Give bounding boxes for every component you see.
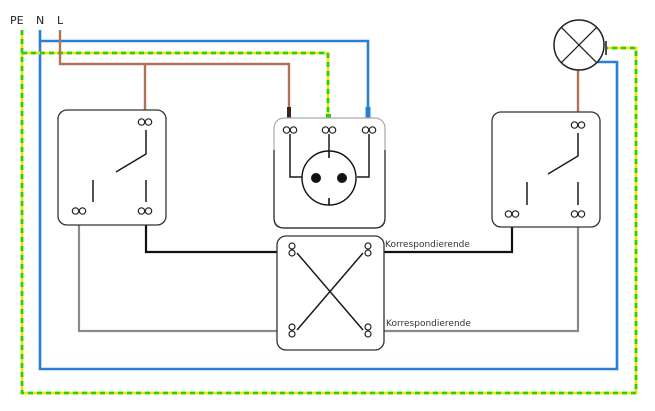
korrespondierende-label-bottom: Korrespondierende <box>386 319 471 329</box>
lamp-cross-b <box>560 26 598 64</box>
korrespondierende-wire-black <box>144 225 278 254</box>
socket-face <box>301 150 357 206</box>
lamp[interactable] <box>553 19 607 71</box>
cross-terminal-top-left <box>288 242 296 257</box>
korrespondierende-wire-black-right <box>383 227 514 254</box>
neutral-wire-socket <box>40 39 370 118</box>
socket-terminal-l <box>282 126 298 134</box>
n-label: N <box>36 14 44 27</box>
cross-terminal-bottom-left <box>288 323 296 338</box>
terminal-bottom-right <box>137 207 153 215</box>
socket-pin-hole-right <box>337 173 347 183</box>
pe-label: PE <box>10 14 24 27</box>
line-wire <box>58 30 291 118</box>
schuko-socket[interactable] <box>273 117 386 229</box>
terminal-top <box>570 121 586 129</box>
protective-earth-wire <box>20 30 638 395</box>
terminal-bottom-left <box>504 210 520 218</box>
socket-lead-l <box>289 134 302 178</box>
pe-socket-terminal-sleeve <box>326 114 331 120</box>
cross-terminal-top-right <box>364 242 372 257</box>
cross-terminal-bottom-right <box>364 323 372 338</box>
neutral-wire <box>38 30 619 371</box>
korrespondierende-label-top: Korrespondierende <box>385 240 470 250</box>
l-label: L <box>57 14 64 27</box>
switch-contact-lever <box>547 133 579 175</box>
switch-contact-lever <box>115 130 147 173</box>
cross-switch[interactable] <box>276 235 385 351</box>
socket-terminal-n <box>361 126 377 134</box>
korrespondierende-wire-gray <box>77 225 278 333</box>
terminal-top <box>137 118 153 126</box>
left-changeover-switch[interactable] <box>57 109 167 226</box>
korrespondierende-wire-gray-right <box>383 227 580 333</box>
socket-terminal-pe <box>321 126 337 134</box>
socket-pin-hole-left <box>311 173 321 183</box>
line-socket-terminal-sleeve <box>287 107 291 120</box>
terminal-bottom-right <box>570 210 586 218</box>
socket-lead-n <box>357 134 370 178</box>
neutral-socket-terminal-sleeve <box>365 107 371 120</box>
cross-contact-b <box>296 252 364 331</box>
terminal-bottom-left <box>71 207 87 215</box>
right-changeover-switch[interactable] <box>491 111 601 228</box>
